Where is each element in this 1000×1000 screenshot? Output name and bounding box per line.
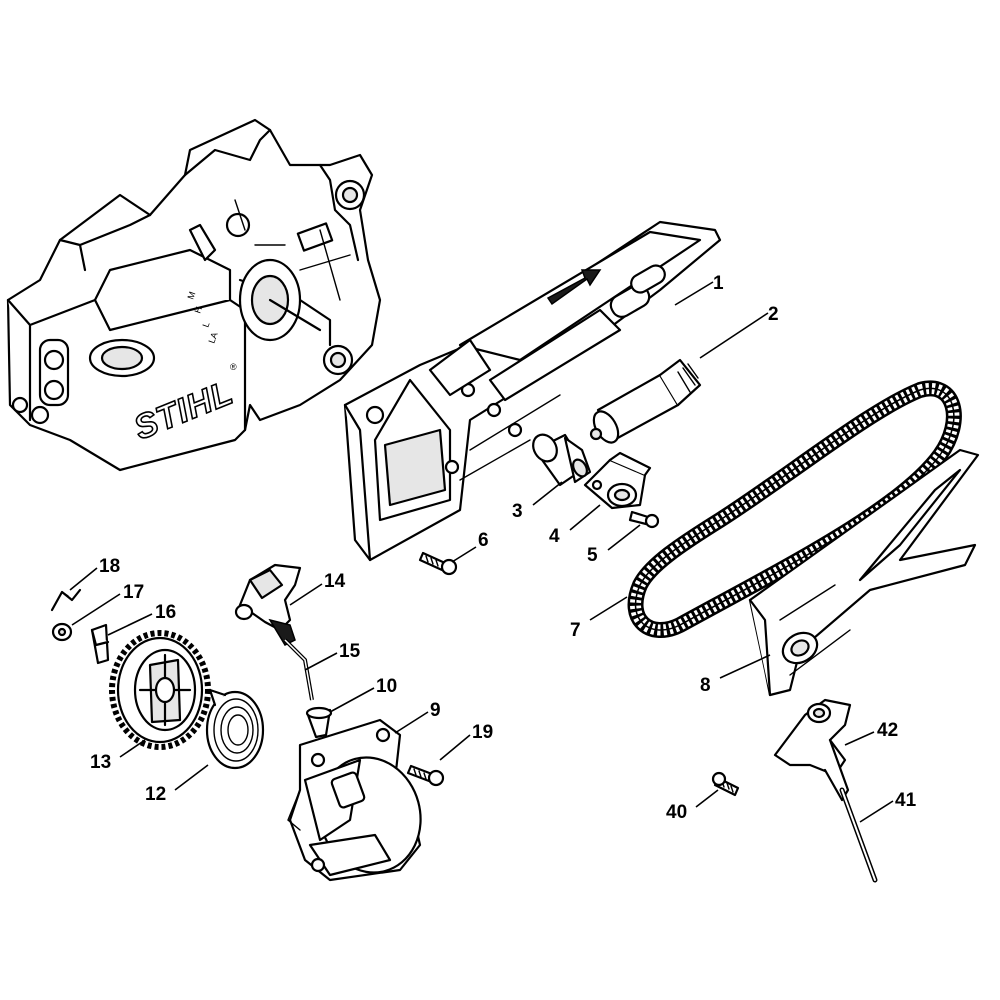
callout-6: 6 bbox=[478, 530, 489, 551]
leader-18 bbox=[69, 567, 98, 591]
callout-19: 19 bbox=[472, 722, 493, 743]
direction-arrow-icon bbox=[546, 269, 602, 306]
callout-10: 10 bbox=[376, 676, 397, 697]
spring-clip bbox=[50, 588, 82, 612]
callout-8: 8 bbox=[700, 675, 711, 696]
t-handle-rope bbox=[839, 787, 878, 883]
callout-9: 9 bbox=[430, 700, 441, 721]
leader-14 bbox=[289, 583, 323, 606]
callout-12: 12 bbox=[145, 784, 166, 805]
callout-3: 3 bbox=[512, 501, 523, 522]
cover-screw bbox=[418, 551, 458, 576]
svg-text:®: ® bbox=[230, 362, 237, 372]
callout-40: 40 bbox=[666, 802, 687, 823]
leader-3 bbox=[532, 481, 563, 506]
leader-10 bbox=[329, 687, 375, 713]
leader-12 bbox=[174, 764, 209, 791]
engine-housing: M H L LA STIHL ® bbox=[6, 118, 382, 472]
starter-screw bbox=[406, 764, 445, 787]
leader-5 bbox=[607, 524, 641, 551]
leader-17 bbox=[71, 593, 121, 626]
belt-guard bbox=[748, 448, 980, 697]
tensioner-slide bbox=[583, 451, 652, 510]
adjuster-nut bbox=[532, 433, 592, 487]
callout-2: 2 bbox=[768, 304, 779, 325]
tensioner-screw bbox=[628, 510, 660, 529]
t-handle-grip bbox=[773, 698, 852, 802]
grommet bbox=[305, 706, 333, 739]
callout-13: 13 bbox=[90, 752, 111, 773]
rewind-spring bbox=[205, 688, 265, 770]
callout-16: 16 bbox=[155, 602, 176, 623]
leader-42 bbox=[844, 731, 875, 746]
callout-7: 7 bbox=[570, 620, 581, 641]
choke-markings: M H L LA bbox=[185, 290, 219, 344]
leader-41 bbox=[859, 800, 894, 823]
rewind-starter-housing bbox=[287, 718, 422, 882]
callout-17: 17 bbox=[123, 582, 144, 603]
leader-19 bbox=[439, 734, 471, 761]
tensioner-sleeve bbox=[589, 358, 702, 444]
washer bbox=[51, 622, 73, 642]
leader-9 bbox=[394, 711, 429, 734]
pawl bbox=[90, 623, 110, 665]
toothed-belt bbox=[627, 380, 962, 638]
starter-grip-handle bbox=[234, 563, 302, 646]
leader-40 bbox=[695, 789, 719, 808]
leader-4 bbox=[569, 504, 601, 531]
leader-2 bbox=[699, 312, 769, 359]
svg-text:LA: LA bbox=[206, 331, 219, 345]
leader-6 bbox=[451, 546, 477, 563]
callout-41: 41 bbox=[895, 790, 917, 811]
callout-14: 14 bbox=[324, 571, 346, 592]
callout-42: 42 bbox=[877, 720, 898, 741]
leader-lines bbox=[69, 281, 894, 823]
leader-13 bbox=[119, 739, 146, 758]
leader-16 bbox=[107, 613, 153, 636]
starter-rope bbox=[283, 638, 314, 701]
leader-7 bbox=[589, 596, 628, 621]
svg-text:L: L bbox=[200, 321, 211, 329]
callout-5: 5 bbox=[587, 545, 598, 566]
rope-rotor bbox=[109, 630, 211, 750]
leader-1 bbox=[674, 281, 714, 306]
chain-guard-cover bbox=[343, 220, 722, 562]
callout-labels: 1 2 3 4 5 6 7 8 9 10 12 13 14 15 16 17 1… bbox=[90, 273, 917, 823]
leader-8 bbox=[719, 654, 771, 679]
callout-4: 4 bbox=[549, 526, 560, 547]
callout-18: 18 bbox=[99, 556, 120, 577]
svg-text:M: M bbox=[185, 290, 197, 300]
leader-15 bbox=[304, 652, 338, 671]
cover-screw-small bbox=[711, 771, 740, 797]
callout-15: 15 bbox=[339, 641, 361, 662]
svg-text:H: H bbox=[192, 305, 204, 315]
callout-1: 1 bbox=[713, 273, 724, 294]
